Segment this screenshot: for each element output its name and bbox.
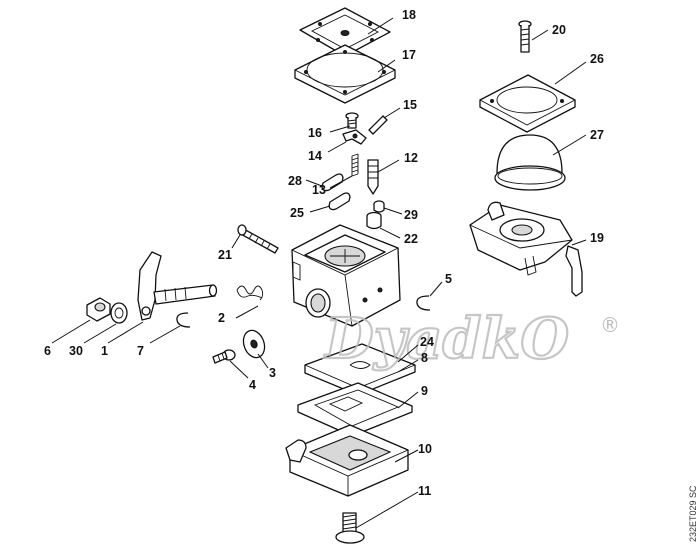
callout-labels: 18 17 15 16 14 12 28 13 25 29 22 21 20 2… <box>44 8 604 498</box>
part-10-pump-cover <box>285 424 409 497</box>
part-21-shaft <box>237 224 279 254</box>
callout-10: 10 <box>418 442 432 456</box>
callout-25: 25 <box>290 206 304 220</box>
callout-28: 28 <box>288 174 302 188</box>
part-25-plug <box>328 192 351 211</box>
part-5-e-clip <box>416 295 431 311</box>
part-17-gasket <box>294 44 396 104</box>
svg-text:®: ® <box>600 313 620 337</box>
svg-text:DyadkO: DyadkO <box>323 306 569 372</box>
part-7-e-clip <box>176 312 191 328</box>
callout-20: 20 <box>552 23 566 37</box>
part-3-washer <box>242 329 266 359</box>
callout-9: 9 <box>421 384 428 398</box>
part-20-screw <box>518 20 532 53</box>
callout-16: 16 <box>308 126 322 140</box>
part-11-screw <box>335 512 365 544</box>
watermark: DyadkO ® <box>322 305 620 373</box>
part-14-control-lever <box>342 129 367 145</box>
callout-4: 4 <box>249 378 256 392</box>
part-4-screw <box>212 349 236 364</box>
callout-6: 6 <box>44 344 51 358</box>
part-1-throttle-shaft <box>137 251 218 321</box>
part-26-gasket <box>479 74 576 133</box>
callout-24: 24 <box>420 335 434 349</box>
part-15-pin <box>368 115 388 135</box>
callout-12: 12 <box>404 151 418 165</box>
callout-1: 1 <box>101 344 108 358</box>
callout-17: 17 <box>402 48 416 62</box>
part-19-primer-housing <box>469 201 583 297</box>
callout-3: 3 <box>269 366 276 380</box>
callout-22: 22 <box>404 232 418 246</box>
leader-lines <box>51 17 587 529</box>
part-carburetor-body <box>291 224 401 327</box>
part-18-diaphragm <box>299 7 391 57</box>
part-30-washer <box>110 302 128 324</box>
part-29-screen <box>373 200 385 213</box>
callout-15: 15 <box>403 98 417 112</box>
part-9-gasket <box>297 382 413 437</box>
callout-14: 14 <box>308 149 322 163</box>
callout-21: 21 <box>218 248 232 262</box>
part-16-screw <box>345 112 359 129</box>
callout-7: 7 <box>137 344 144 358</box>
part-2-spring <box>236 285 264 301</box>
callout-8: 8 <box>421 351 428 365</box>
part-27-primer-bulb <box>494 134 566 191</box>
callout-5: 5 <box>445 272 452 286</box>
callout-29: 29 <box>404 208 418 222</box>
part-13-spring <box>351 153 359 177</box>
callout-13: 13 <box>312 183 326 197</box>
callout-18: 18 <box>402 8 416 22</box>
callout-11: 11 <box>418 484 431 498</box>
callout-19: 19 <box>590 231 604 245</box>
part-6-nut <box>86 297 111 322</box>
callout-2: 2 <box>218 311 225 325</box>
part-12-inlet-needle <box>367 159 379 195</box>
callout-30: 30 <box>69 344 83 358</box>
drawing-code: 232ET029 SC <box>688 485 698 542</box>
callout-27: 27 <box>590 128 604 142</box>
callout-26: 26 <box>590 52 604 66</box>
part-22-sleeve <box>366 211 382 230</box>
